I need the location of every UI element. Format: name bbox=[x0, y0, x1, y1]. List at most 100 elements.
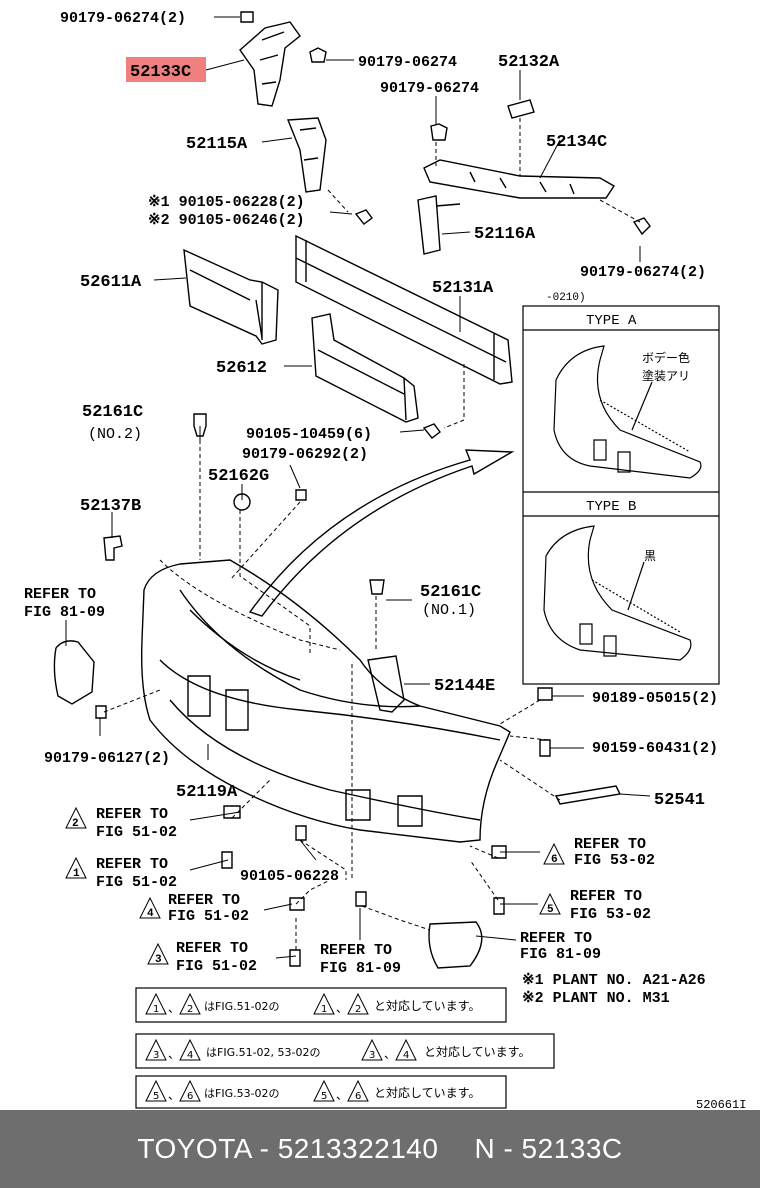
footer-bar: TOYOTA - 5213322140 N - 52133C bbox=[0, 1110, 760, 1188]
note-sep: 、 bbox=[384, 1047, 396, 1061]
refer-line1: REFER TO bbox=[570, 888, 642, 905]
label-type-a-note-2: 塗装アリ bbox=[642, 368, 690, 383]
label-52161c-no1: 52161C bbox=[420, 583, 481, 602]
refer-item: 2 REFER TO FIG 51-02 bbox=[65, 806, 177, 841]
label-52137b: 52137B bbox=[80, 497, 141, 516]
refer-line1: REFER TO bbox=[520, 930, 592, 947]
bracket-52137b-shape bbox=[103, 535, 123, 561]
note-b: 2 bbox=[187, 1004, 193, 1015]
note-a: 1 bbox=[153, 1004, 159, 1015]
label-90179-06274-a: 90179-06274 bbox=[358, 54, 457, 71]
refer-item: 4 REFER TO FIG 51-02 bbox=[139, 892, 249, 925]
note-d: 2 bbox=[355, 1004, 361, 1015]
label-90159-60431: 90159-60431(2) bbox=[592, 740, 718, 757]
label-type-a-note-1: ボデー色 bbox=[642, 350, 690, 365]
label-type-b-note: 黒 bbox=[644, 549, 656, 563]
label-90179-06274-2-right: 90179-06274(2) bbox=[580, 264, 706, 281]
note-b: 4 bbox=[187, 1050, 193, 1061]
note-box: 1 、 2 はFIG.51-02の 1 、 2 と対応しています。 bbox=[135, 987, 507, 1023]
refer-line2: FIG 81-09 bbox=[520, 946, 601, 963]
refer-line1: REFER TO bbox=[96, 856, 168, 873]
parts-diagram: 90179-06274(2) 52133C 90179-06274 52132A… bbox=[24, 10, 746, 1110]
label-52144e: 52144E bbox=[434, 677, 495, 696]
refer-item: REFER TO FIG 81-09 bbox=[320, 942, 401, 977]
label-90179-06127: 90179-06127(2) bbox=[44, 750, 170, 767]
refer-line1: REFER TO bbox=[176, 940, 248, 957]
reinforcement-52131a-shape bbox=[295, 234, 513, 385]
label-90179-06274-2-top: 90179-06274(2) bbox=[60, 10, 186, 27]
refer-item: REFER TO FIG 81-09 bbox=[520, 930, 601, 963]
label-52161c-no2: 52161C bbox=[82, 403, 143, 422]
label-range-0210: -0210) bbox=[546, 292, 586, 304]
type-box-frame bbox=[522, 305, 720, 685]
label-52132a: 52132A bbox=[498, 53, 560, 72]
label-plant-note-1: ※1 PLANT NO. A21-A26 bbox=[522, 972, 706, 989]
retainer-52134c-shape bbox=[423, 159, 615, 199]
molding-52541-shape bbox=[554, 785, 622, 805]
label-diagram-id: 520661I bbox=[696, 1098, 746, 1110]
refer-num: 3 bbox=[155, 954, 162, 966]
refer-line2: FIG 53-02 bbox=[570, 906, 651, 923]
note-d: 4 bbox=[403, 1050, 409, 1061]
label-plant-note-2: ※2 PLANT NO. M31 bbox=[522, 990, 670, 1007]
fog-lamp-left-shape bbox=[53, 640, 95, 705]
label-no1: (NO.1) bbox=[422, 602, 476, 619]
bracket-52116a-shape bbox=[417, 195, 441, 255]
note-a: 3 bbox=[153, 1050, 159, 1061]
refer-item: 1 REFER TO FIG 51-02 bbox=[65, 856, 177, 891]
note-mid: はFIG.53-02の bbox=[204, 1087, 280, 1100]
refer-item: 5 REFER TO FIG 53-02 bbox=[539, 888, 651, 923]
big-arrow-shape bbox=[248, 449, 515, 617]
refer-line2: FIG 51-02 bbox=[168, 908, 249, 925]
part-drawings bbox=[53, 11, 651, 969]
refer-num: 6 bbox=[551, 854, 558, 866]
label-52541: 52541 bbox=[654, 791, 705, 810]
refer-labels: 2 REFER TO FIG 51-02 1 REFER TO FIG 51-0… bbox=[65, 806, 655, 977]
bracket-52115a-shape bbox=[286, 117, 327, 193]
label-52115a: 52115A bbox=[186, 135, 248, 154]
label-fig-81-09-a: FIG 81-09 bbox=[24, 604, 105, 621]
refer-line1: REFER TO bbox=[320, 942, 392, 959]
absorber-52611a-shape bbox=[183, 248, 279, 345]
bracket-52144e-shape bbox=[367, 655, 405, 713]
note-sep: 、 bbox=[168, 1001, 180, 1015]
refer-num: 5 bbox=[547, 904, 554, 916]
label-90189-05015: 90189-05015(2) bbox=[592, 690, 718, 707]
note-a: 5 bbox=[153, 1091, 159, 1102]
refer-num: 2 bbox=[72, 818, 79, 830]
note-sep: 、 bbox=[168, 1088, 180, 1102]
dashed-leaders bbox=[103, 118, 641, 950]
refer-num: 1 bbox=[73, 868, 80, 880]
label-52116a: 52116A bbox=[474, 225, 536, 244]
note-c: 1 bbox=[321, 1004, 327, 1015]
label-type-b: TYPE B bbox=[586, 499, 636, 515]
note-sep: 、 bbox=[336, 1088, 348, 1102]
refer-line2: FIG 51-02 bbox=[176, 958, 257, 975]
note-tail: と対応しています。 bbox=[374, 999, 480, 1013]
label-90105-06228: 90105-06228 bbox=[240, 868, 339, 885]
label-90105-10459: 90105-10459(6) bbox=[246, 426, 372, 443]
note-tail: と対応しています。 bbox=[374, 1086, 480, 1100]
refer-line2: FIG 51-02 bbox=[96, 824, 177, 841]
label-90179-06274-b: 90179-06274 bbox=[380, 80, 479, 97]
label-52131a: 52131A bbox=[432, 279, 494, 298]
refer-line1: REFER TO bbox=[168, 892, 240, 909]
clip-52161c-no2-shape bbox=[193, 413, 207, 437]
label-52134c: 52134C bbox=[546, 133, 607, 152]
note-sep: 、 bbox=[168, 1047, 180, 1061]
footer-brand-part: TOYOTA - 5213322140 bbox=[137, 1133, 439, 1164]
note-mid: はFIG.51-02の bbox=[204, 1000, 280, 1013]
type-detail-box bbox=[522, 305, 720, 685]
clip-52132a-shape bbox=[507, 99, 535, 119]
refer-item: 6 REFER TO FIG 53-02 bbox=[543, 836, 655, 869]
note-c: 5 bbox=[321, 1091, 327, 1102]
fog-lamp-right-shape bbox=[428, 921, 483, 969]
absorber-52612-shape bbox=[311, 313, 419, 423]
refer-line2: FIG 53-02 bbox=[574, 852, 655, 869]
highlight-52133c bbox=[126, 57, 206, 82]
label-type-a: TYPE A bbox=[586, 313, 637, 329]
refer-line1: REFER TO bbox=[574, 836, 646, 853]
part-labels: 90179-06274(2) 52133C 90179-06274 52132A… bbox=[24, 10, 746, 1110]
label-52162g: 52162G bbox=[208, 467, 269, 486]
